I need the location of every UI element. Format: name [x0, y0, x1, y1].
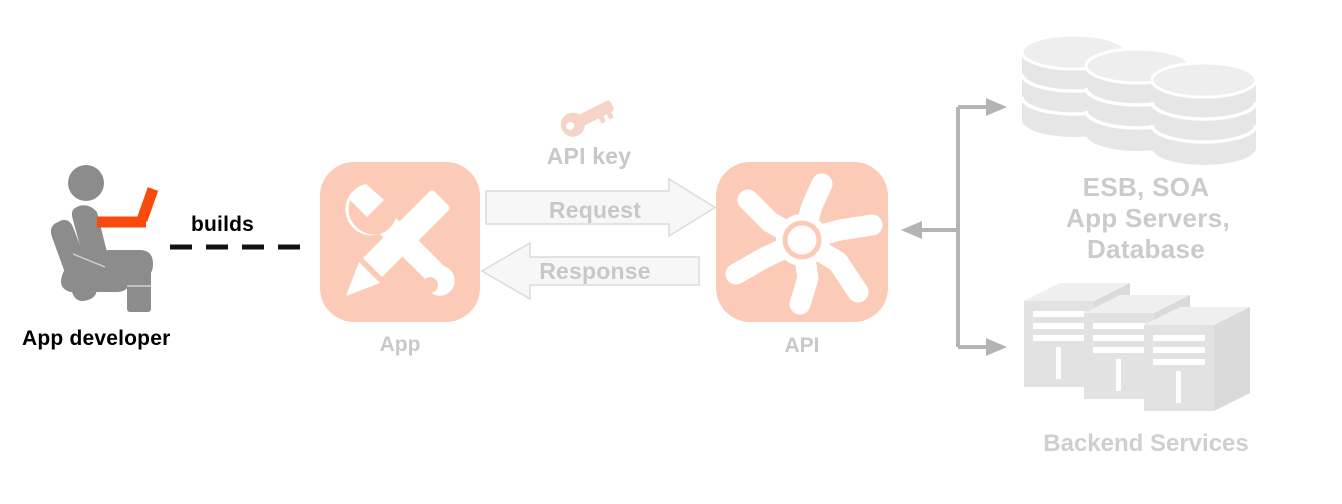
key-icon	[557, 98, 619, 137]
wrench-and-pencil-icon	[345, 184, 455, 296]
builds-label: builds	[191, 213, 255, 236]
response-arrow	[480, 238, 700, 304]
app-node[interactable]	[320, 162, 480, 322]
data-tier-label: ESB, SOA App Servers, Database	[1066, 172, 1231, 265]
app-developer-label: App developer	[22, 327, 171, 350]
api-node[interactable]	[716, 162, 888, 322]
api-key-label: API key	[546, 143, 632, 169]
app-developer-icon	[45, 160, 170, 312]
request-arrow	[485, 177, 717, 238]
app-node-label: App	[379, 333, 421, 356]
database-stack-icon	[1020, 33, 1270, 167]
arrow-to-api	[901, 221, 922, 239]
request-arrow-label: Request	[548, 197, 642, 223]
api-node-label: API	[784, 334, 820, 357]
backend-services-label: Backend Services	[1043, 430, 1249, 457]
server-racks-icon	[1022, 283, 1272, 411]
data-tier-label-line-3: Database	[1086, 234, 1206, 264]
builds-dashed-line	[168, 243, 308, 251]
arrow-to-databases	[986, 98, 1007, 116]
arrow-to-servers	[986, 338, 1007, 356]
api-hub-star-icon	[725, 173, 883, 315]
data-tier-label-line-1: ESB, SOA	[1082, 172, 1210, 202]
backend-connector	[890, 92, 1020, 362]
response-arrow-label: Response	[539, 258, 651, 284]
data-tier-label-line-2: App Servers,	[1066, 203, 1231, 233]
